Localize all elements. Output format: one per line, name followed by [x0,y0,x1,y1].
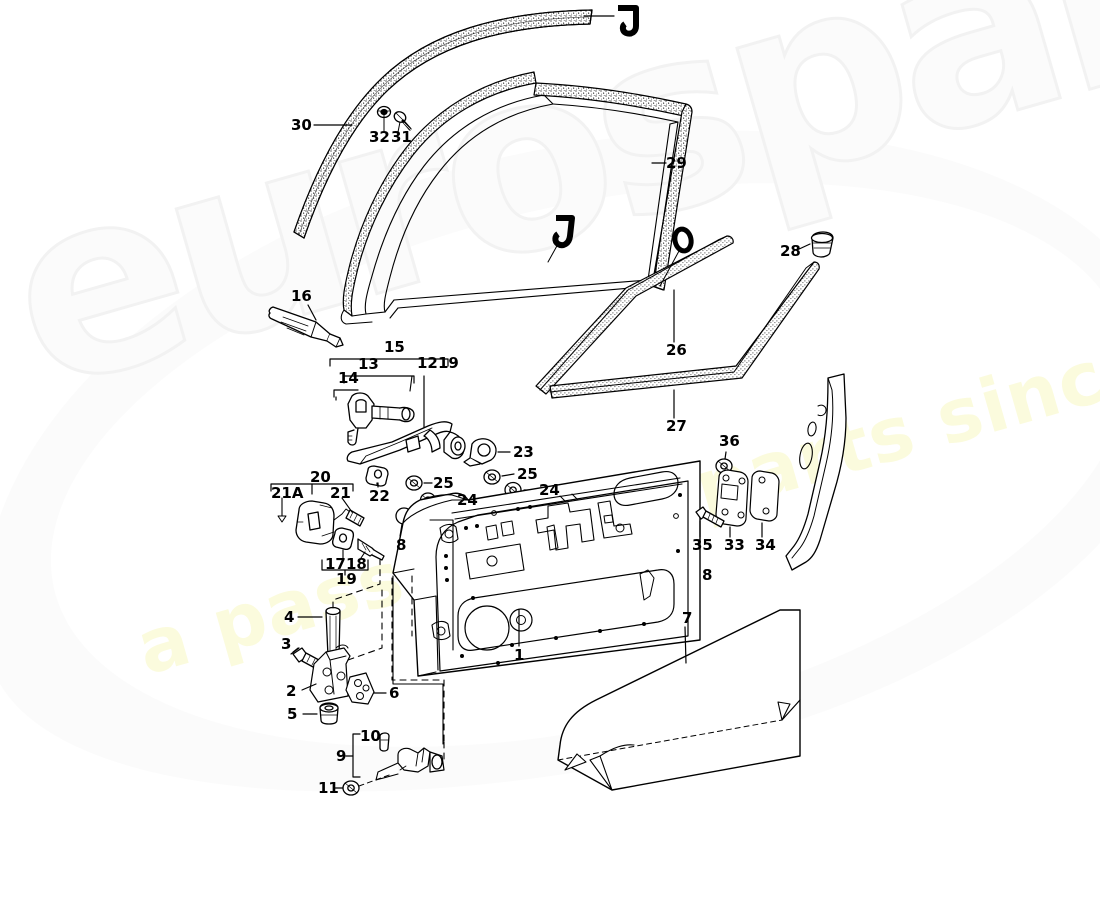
callout-25b[interactable]: 25 [517,465,538,483]
callout-12[interactable]: 12 [417,354,438,372]
callout-2[interactable]: 2 [286,682,297,700]
callout-24b[interactable]: 24 [539,481,560,499]
assembly-guides [332,559,445,761]
callout-33[interactable]: 33 [724,536,745,554]
leader-25b [501,473,515,477]
callout-17[interactable]: 17 [325,555,346,573]
parts-diagram-canvas: eurospares a passion for parts since 198… [0,0,1100,797]
callout-15[interactable]: 15 [384,338,405,356]
part-16-sealant-tube [268,306,344,348]
callout-23[interactable]: 23 [513,443,534,461]
callout-16[interactable]: 16 [291,287,312,305]
callout-14[interactable]: 14 [338,369,359,387]
part-4-hinge-pin [325,606,341,657]
leader-3 [290,647,300,655]
bracket-15 [329,358,449,367]
part-23-handle-bracket [463,438,497,467]
section-symbol-29 [547,215,575,263]
part-31-screw [393,111,412,133]
callout-27[interactable]: 27 [666,417,687,435]
section-symbol-26 [659,226,694,287]
leader-16 [307,304,317,321]
part-25b-nut [483,469,501,485]
part-2-door-hinge [309,644,351,703]
part-17-buffer [331,527,355,551]
callout-28[interactable]: 28 [780,242,801,260]
callout-36[interactable]: 36 [719,432,740,450]
part-18-spring-clip [357,538,385,561]
callout-32[interactable]: 32 [369,128,390,146]
bracket-13 [343,375,415,384]
callout-29[interactable]: 29 [666,154,687,172]
part-10-pin [379,732,390,752]
leader-21 [341,497,353,513]
callout-5[interactable]: 5 [287,705,298,723]
section-symbol-30 [618,5,639,37]
part-7-door-skin [557,609,801,791]
diagram-line-art [268,5,847,796]
callout-10[interactable]: 10 [360,727,381,745]
part-35-striker-screw [695,506,725,528]
callout-20[interactable]: 20 [310,468,331,486]
callout-34[interactable]: 34 [755,536,776,554]
callout-22[interactable]: 22 [369,487,390,505]
part-20-door-lock [295,500,335,545]
callout-9[interactable]: 9 [336,747,347,765]
leader-36 [724,451,727,460]
callout-6[interactable]: 6 [389,684,400,702]
callout-18[interactable]: 18 [346,555,367,573]
leader-7 [684,626,687,664]
assembly-guides-solid [392,519,454,745]
leader-2 [301,683,317,691]
callout-25a[interactable]: 25 [433,474,454,492]
part-1-door-shell [392,460,701,677]
callout-7[interactable]: 7 [682,609,693,627]
callout-8b[interactable]: 8 [702,566,713,584]
bracket-19 [321,559,369,576]
leader-18 [360,551,366,559]
callout-24a[interactable]: 24 [457,491,478,509]
part-32-washer [376,105,392,133]
callout-1[interactable]: 1 [514,646,525,664]
part-28-plug [810,231,834,258]
callout-3[interactable]: 3 [281,635,292,653]
callout-13[interactable]: 13 [358,355,379,373]
part-9-check-strap [375,747,445,781]
part-26-window-frame-seal [535,235,734,395]
callout-35[interactable]: 35 [692,536,713,554]
callout-19b[interactable]: 19 [438,354,459,372]
callout-21A[interactable]: 21A [271,484,304,502]
bracket-20 [270,483,354,495]
part-27-window-shaft-seal [549,261,820,399]
part-30-roof-weatherstrip [293,9,593,239]
callout-19a[interactable]: 19 [336,570,357,588]
part-14-lock-cylinder [347,392,375,446]
leader-28 [796,243,811,251]
part-21-striker-screw [333,508,365,527]
part-13-lock-body [371,405,415,423]
callout-11[interactable]: 11 [318,779,339,797]
part-34-striker-shim [749,470,780,522]
bracket-9 [345,733,361,778]
part-12-door-handle [346,421,466,465]
part-6-hinge-shim [345,672,375,705]
part-25a-nut [405,475,423,491]
bracket-14 [333,389,359,401]
part-11-nut [342,780,360,796]
part-5-hinge-bush [319,702,339,725]
callout-26[interactable]: 26 [666,341,687,359]
part-22-gasket [365,465,389,487]
callout-31[interactable]: 31 [391,128,412,146]
callout-30[interactable]: 30 [291,116,312,134]
callout-21[interactable]: 21 [330,484,351,502]
callout-8a[interactable]: 8 [396,536,407,554]
part-29-window-frame-weatherstrip [340,71,693,325]
b-pillar-trim [785,373,847,571]
callout-4[interactable]: 4 [284,608,295,626]
part-33-striker-plate [715,469,749,527]
